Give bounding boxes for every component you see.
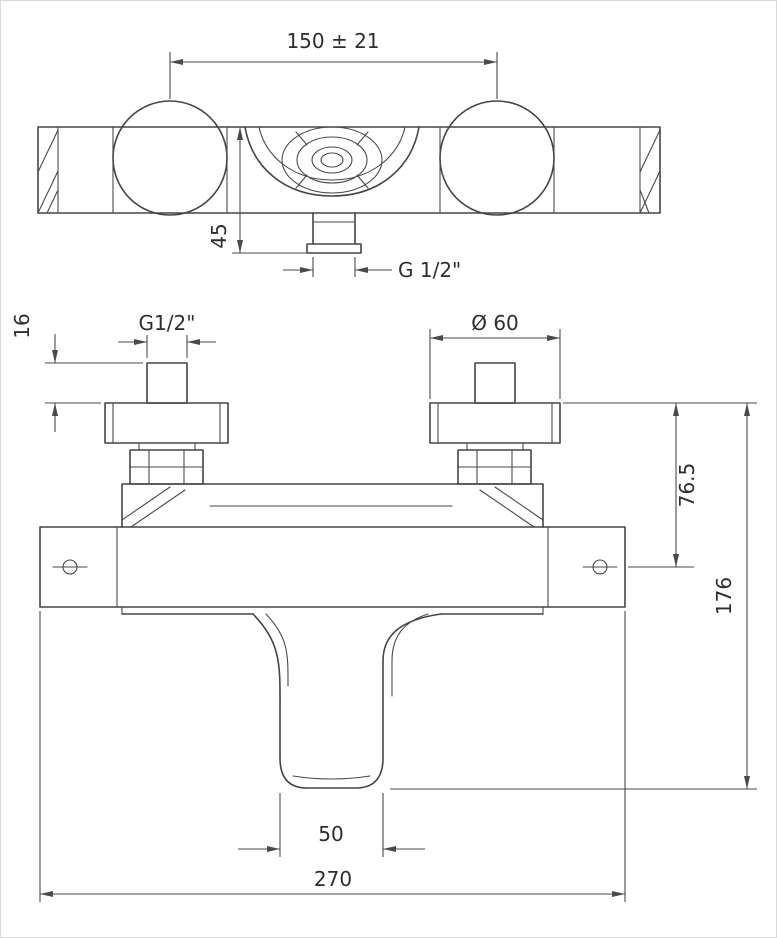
dim-center-distance: 150 ± 21 — [169, 29, 498, 99]
handle-assembly-left — [104, 362, 229, 485]
body-bar-outline — [121, 483, 544, 528]
collar — [138, 442, 196, 451]
dim-spout-height: 45 — [207, 127, 306, 254]
dim-stem-height: 16 — [10, 313, 143, 432]
dim-label-stem-height: 16 — [10, 313, 34, 338]
dim-stem-thread: G1/2" — [118, 311, 216, 358]
housing-bowl-inner — [258, 126, 406, 181]
front-view: 150 ± 21 — [37, 29, 661, 282]
dim-outlet-width: 50 — [238, 793, 425, 857]
chamfer-line — [479, 489, 535, 528]
knob — [104, 402, 229, 444]
dim-handle-to-wall: 76.5 — [563, 402, 757, 568]
housing-bowl-outer — [244, 126, 420, 197]
spout-body — [121, 606, 544, 789]
dim-label-center-distance: 150 ± 21 — [286, 29, 379, 53]
hatching-left — [37, 129, 59, 214]
dim-label-outlet-thread: G 1/2" — [398, 258, 461, 282]
body-outline — [37, 126, 661, 214]
dim-label-outlet-width: 50 — [318, 822, 343, 846]
dim-label-spout-height: 45 — [207, 223, 231, 248]
plan-view: 16 G1/2" Ø 60 76.5 176 — [10, 311, 757, 902]
spout-housing — [244, 126, 420, 197]
hatching-right — [639, 129, 661, 214]
housing-ellipse — [311, 146, 353, 174]
housing-ellipse — [296, 136, 368, 184]
spout-inner-curve — [265, 613, 289, 687]
outlet-connector — [306, 212, 362, 254]
stem — [146, 362, 188, 404]
chamfer-line — [130, 489, 186, 528]
stem — [474, 362, 516, 404]
handle-assembly-right — [429, 362, 561, 485]
spout-inner-curve — [391, 613, 429, 697]
housing-ellipse — [320, 152, 344, 168]
dim-overall-width: 270 — [39, 611, 626, 902]
body-bar — [121, 483, 544, 528]
collar — [466, 442, 524, 451]
dim-label-handle-to-wall: 76.5 — [675, 463, 699, 508]
housing-ellipse — [281, 126, 383, 194]
dim-label-handle-diameter: Ø 60 — [471, 311, 519, 335]
outlet-flange — [306, 243, 362, 254]
spout-outlet-face — [292, 775, 371, 780]
housing-facet-lines — [295, 131, 369, 189]
knob — [429, 402, 561, 444]
dim-label-overall-width: 270 — [314, 867, 352, 891]
handle-knob-left — [112, 100, 228, 216]
mixer-body — [37, 100, 661, 216]
dim-label-stem-thread: G1/2" — [139, 311, 196, 335]
handle-knob-right — [439, 100, 555, 216]
wall-plate — [39, 526, 626, 608]
chamfer-line — [121, 486, 171, 521]
dim-handle-diameter: Ø 60 — [429, 311, 561, 399]
dim-total-projection: 176 — [390, 403, 757, 790]
chamfer-line — [494, 486, 544, 521]
dim-label-total-projection: 176 — [712, 577, 736, 615]
dim-outlet-thread: G 1/2" — [283, 257, 461, 282]
plate-outline — [39, 526, 626, 608]
spout-outline — [252, 613, 442, 789]
